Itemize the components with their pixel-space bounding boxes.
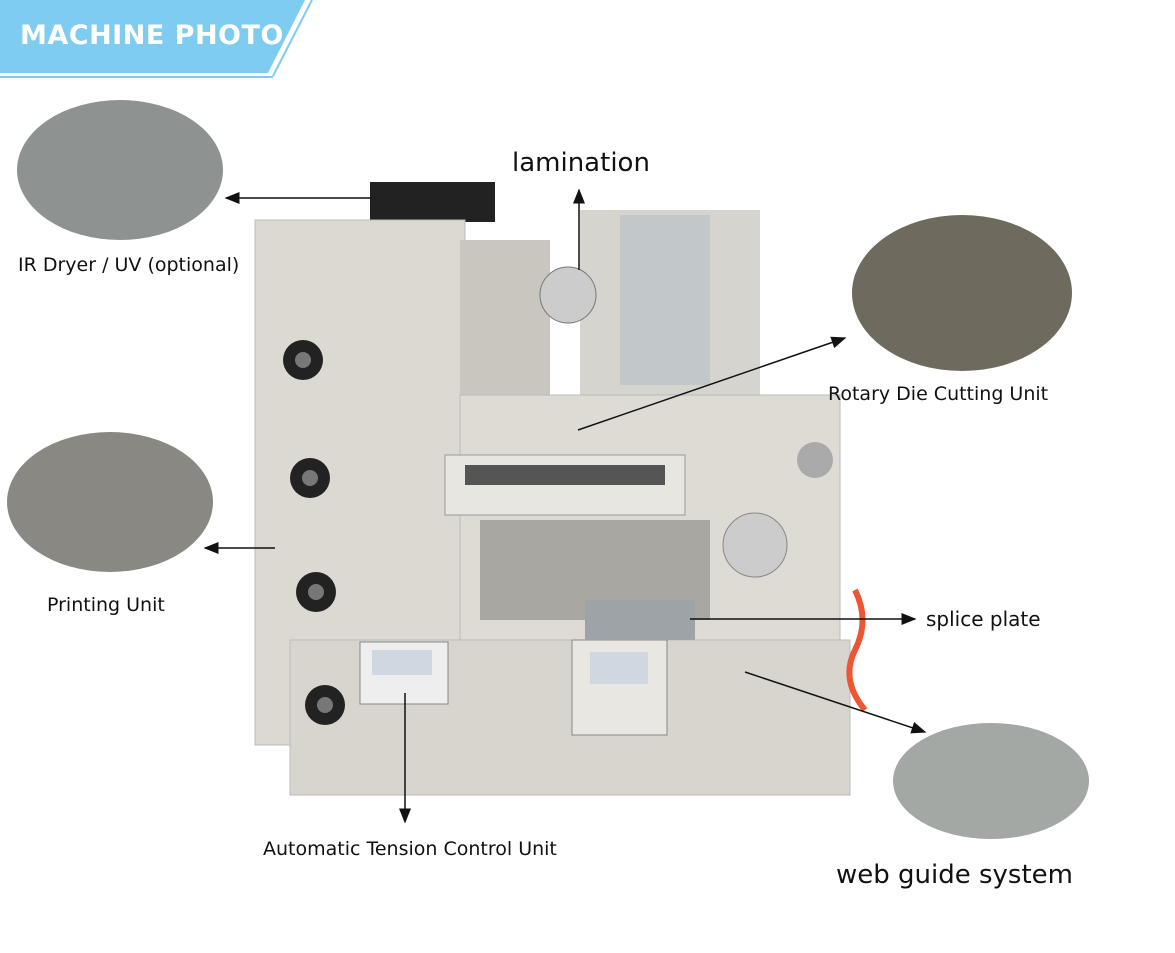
rotary-die-photo [852,215,1072,371]
web-guide-photo [893,723,1089,839]
label-tension-control: Automatic Tension Control Unit [263,838,557,860]
header-banner [0,0,313,78]
label-rotary-die: Rotary Die Cutting Unit [828,383,1049,405]
machine-photo [254,182,868,796]
ir-dryer-photo [17,100,223,240]
callout-arrows [203,188,927,824]
label-web-guide: web guide system [836,860,1073,890]
label-printing-unit: Printing Unit [47,594,165,616]
printing-unit-photo [7,432,213,572]
label-splice-plate: splice plate [926,607,1041,631]
label-ir-dryer: IR Dryer / UV (optional) [18,254,240,276]
label-lamination: lamination [512,148,650,178]
header-title: MACHINE PHOTO [20,20,284,51]
